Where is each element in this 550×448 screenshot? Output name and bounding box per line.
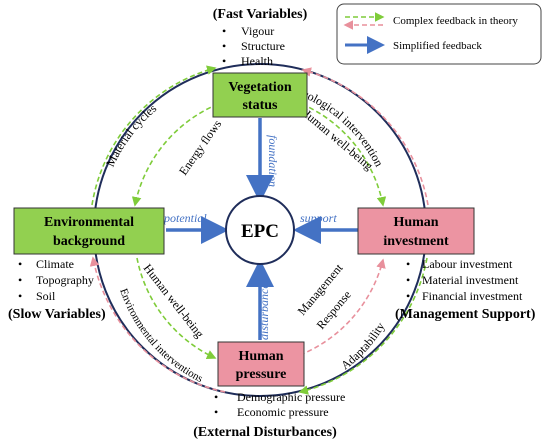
epc-label: EPC (241, 221, 279, 242)
list-item: Financial investment (422, 289, 523, 303)
human-pressure-node: Human pressure (217, 341, 305, 387)
external-disturbances-heading: (External Disturbances) (193, 425, 337, 440)
environmental-interventions-label: Environmental interventions (117, 287, 205, 385)
human-investment-box (357, 207, 475, 255)
human-investment-node: Human investment (357, 207, 475, 255)
legend-frame (336, 3, 542, 65)
slow-variables-heading: (Slow Variables) (8, 307, 106, 322)
list-item: Structure (241, 39, 285, 53)
environmental-title-line1: Environmental (44, 215, 134, 230)
human-wellbeing-top-arrow (301, 103, 387, 207)
ecological-intervention-arrow (301, 67, 429, 206)
investment-title-line2: investment (383, 234, 449, 249)
list-item: Climate (36, 257, 74, 271)
bullet-dot: • (18, 257, 22, 271)
pressure-bullets: • Demographic pressure • Economic pressu… (214, 390, 345, 419)
list-item: Demographic pressure (237, 390, 345, 404)
vegetation-title-line2: status (242, 98, 278, 113)
support-label: support (300, 211, 337, 225)
environmental-background-box (13, 207, 165, 255)
material-cycles-arrow (91, 65, 217, 206)
list-item: Health (241, 54, 273, 68)
epc-circle (225, 195, 295, 265)
legend-simplified-label: Simplified feedback (393, 40, 482, 52)
pressure-title-line2: pressure (236, 367, 287, 382)
bullet-dot: • (18, 289, 22, 303)
pressure-title-line1: Human (238, 349, 283, 364)
environmental-background-node: Environmental background (13, 207, 165, 255)
list-item: Soil (36, 289, 56, 303)
bullet-dot: • (214, 390, 218, 404)
ecological-intervention-label: Ecological intervention (294, 84, 386, 169)
management-response-arrow (299, 258, 386, 356)
list-item: Labour investment (422, 257, 513, 271)
management-support-heading: (Management Support) (395, 307, 536, 322)
legend-complex-label: Complex feedback in theory (393, 15, 518, 27)
environmental-title-line2: background (53, 234, 125, 249)
disturbance-label: disturbance (257, 283, 271, 340)
bullet-dot: • (222, 24, 226, 38)
foundation-label: foundation (266, 135, 280, 187)
environmental-interventions-arrow (89, 256, 226, 393)
human-pressure-box (217, 341, 305, 387)
bullet-dot: • (406, 289, 410, 303)
potential-label: potential (163, 211, 207, 225)
human-wellbeing-bottom-arrow (136, 257, 217, 359)
vegetation-status-box (212, 72, 308, 118)
environmental-bullets: • Climate • Topography • Soil (18, 257, 94, 303)
energy-flows-label: Energy flows (176, 117, 224, 178)
bullet-dot: • (222, 54, 226, 68)
bullet-dot: • (406, 257, 410, 271)
investment-bullets: • Labour investment • Material investmen… (406, 257, 523, 303)
vegetation-title-line1: Vegetation (228, 80, 291, 95)
bullet-dot: • (214, 405, 218, 419)
material-cycles-label: Material cycles (103, 101, 159, 169)
vegetation-bullets: • Vigour • Structure • Health (222, 24, 285, 68)
investment-title-line1: Human (393, 215, 438, 230)
list-item: Economic pressure (237, 405, 329, 419)
adaptability-label: Adaptability (338, 320, 387, 373)
vegetation-status-node: Vegetation status (212, 72, 308, 118)
bullet-dot: • (406, 273, 410, 287)
list-item: Vigour (241, 24, 274, 38)
list-item: Material investment (422, 273, 519, 287)
bullet-dot: • (18, 273, 22, 287)
energy-flows-arrow (131, 103, 219, 207)
fast-variables-heading: (Fast Variables) (213, 7, 308, 22)
list-item: Topography (36, 273, 94, 287)
legend: Complex feedback in theory Simplified fe… (336, 3, 542, 65)
bullet-dot: • (222, 39, 226, 53)
adaptability-arrow (298, 257, 428, 395)
